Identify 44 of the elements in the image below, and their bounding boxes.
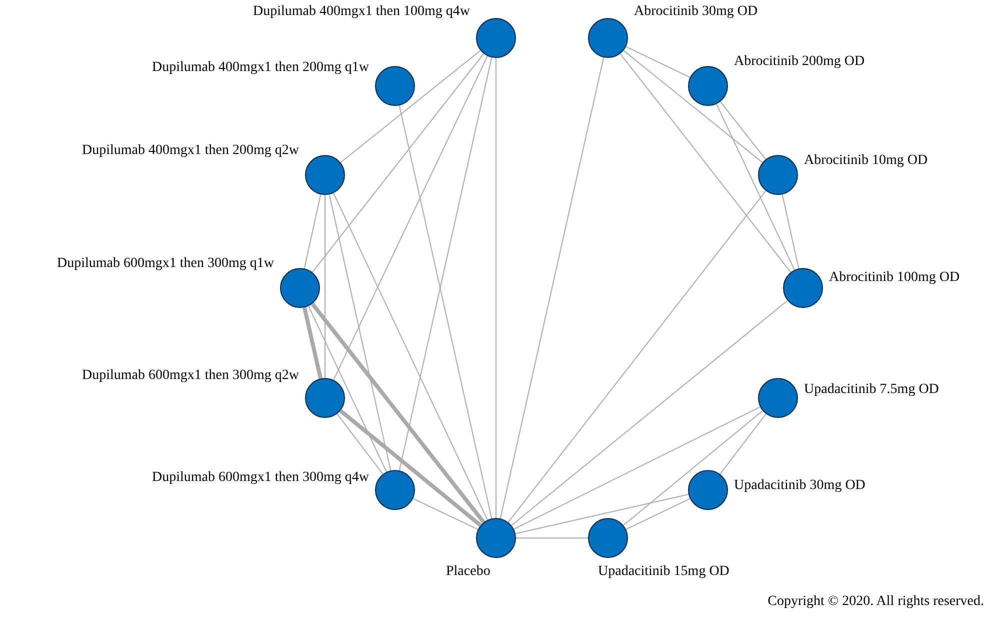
connector-line [716,104,795,270]
connector-line [500,57,604,519]
node-label: Dupilumab 400mgx1 then 200mg q2w [82,143,299,159]
connector-line [308,306,387,472]
node-label: Abrocitinib 200mg OD [734,54,865,70]
connector-line [623,50,763,163]
connector-line [622,410,764,526]
connector-line [328,194,392,471]
copyright-note: Copyright © 2020. All rights reserved. [768,594,984,610]
node-label: Upadacitinib 30mg OD [734,478,866,494]
connector-line [333,192,488,520]
connector-line [720,101,766,160]
connector-line [302,307,323,379]
connector-line [412,498,478,530]
connector-line [513,406,761,530]
connector-line [515,494,689,534]
node-label: Abrocitinib 10mg OD [804,153,928,169]
connector-line [720,413,766,475]
connector-line [312,53,484,273]
node-label: Abrocitinib 100mg OD [829,270,960,286]
connector-line [324,194,326,378]
node-label: Abrocitinib 30mg OD [634,4,758,20]
connector-line [782,194,800,269]
node-label: Dupilumab 400mgx1 then 200mg q1w [152,60,369,76]
node-label: Upadacitinib 7.5mg OD [804,382,939,398]
node-label: Placebo [446,564,490,580]
connector-line [626,46,690,78]
connector-line [304,194,322,269]
connector-line [333,56,488,380]
node-label: Dupilumab 600mgx1 then 300mg q2w [82,368,299,384]
connector-line [626,498,690,530]
connector-line [339,409,482,527]
connector-line [340,50,481,163]
node-label: Dupilumab 600mgx1 then 300mg q1w [57,256,274,272]
node-label: Dupilumab 400mgx1 then 100mg q4w [253,4,470,20]
connector-line [398,57,492,471]
node-label: Upadacitinib 15mg OD [598,564,730,580]
connector-line [511,300,788,526]
connector-line [620,53,792,273]
connector-line [336,413,384,475]
node-label: Dupilumab 600mgx1 then 300mg q4w [152,470,369,486]
connector-line [310,302,486,524]
connector-line [398,105,492,519]
connector-line [508,190,766,523]
